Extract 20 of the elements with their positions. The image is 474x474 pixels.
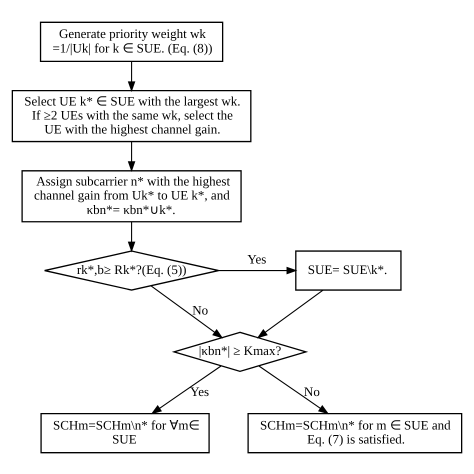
node-box: Assign subcarrier n* with the highest channel gain from Uk* to UE k*, and κbn*= κbn*∪k*. [21,170,242,222]
arrow [256,289,324,338]
node-box: SUE= SUE\k*. [295,250,402,290]
node-box: SCHm=SCHm\n* for m ∈ SUE and Eq. (7) is satisfied. [247,412,462,453]
arrow [258,365,330,414]
edge-label: No [192,302,208,318]
arrow [218,266,298,274]
arrow [128,221,136,252]
node-box: SCHm=SCHm\n* for ∀m∈ SUE [40,412,210,453]
node-diamond: rk*,b≥ Rk*?(Eq. (5)) [44,250,220,290]
edge-label: Yes [247,251,266,266]
arrow [150,284,224,338]
node-box: Select UE k* ∈ SUE with the largest wk. If ≥2 UEs with the same wk, select the UE with the highest channel gain. [12,89,252,142]
arrow [128,141,136,172]
node-box: Generate priority weight wk =1/|Uk| for k ∈ SUE. (Eq. (8)) [40,21,224,62]
node-diamond: |κbn*| ≥ Kmax? [172,331,308,372]
edge-label: Yes [190,383,210,398]
edge-label: No [304,383,320,398]
arrow [150,365,222,414]
arrow [128,61,136,92]
